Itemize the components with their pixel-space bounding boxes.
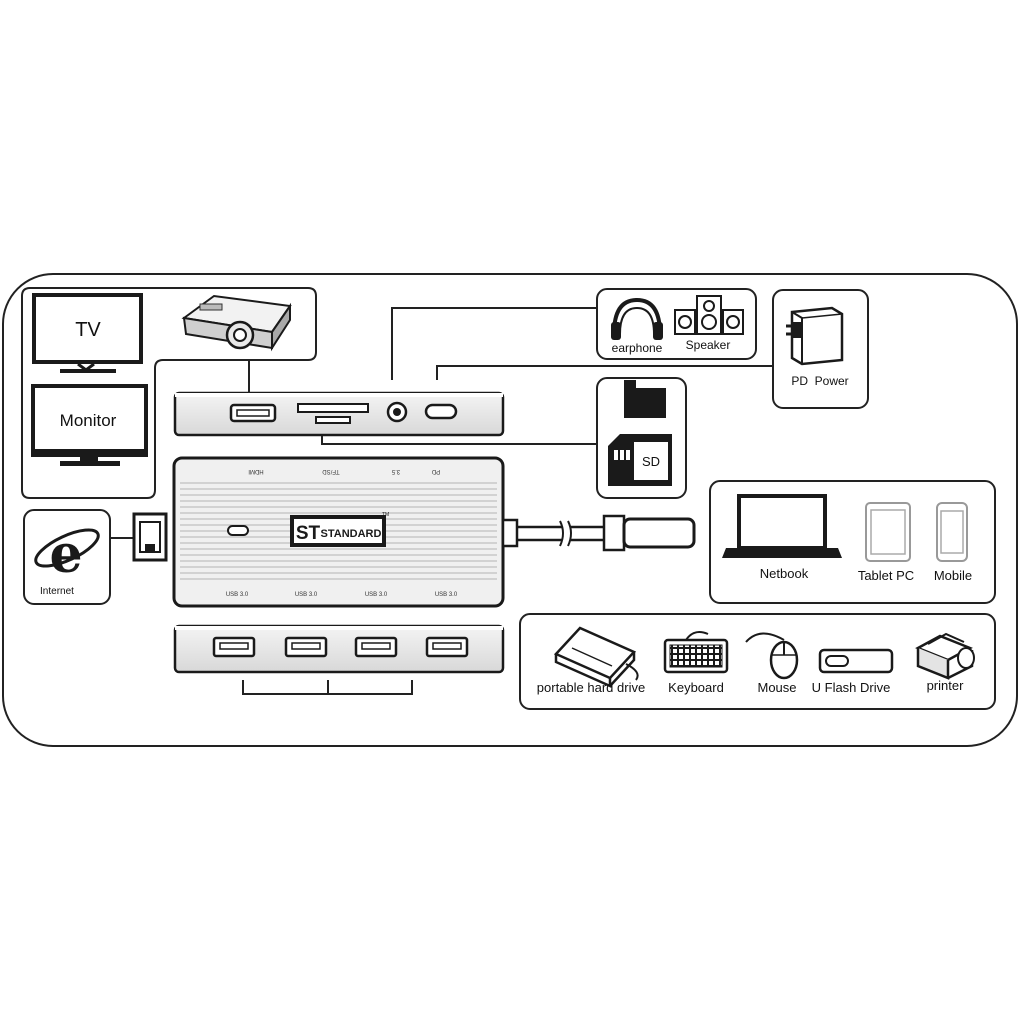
hard-drive-icon — [553, 626, 639, 688]
hard-drive-label: portable hard drive — [537, 680, 645, 695]
usb-port-2 — [284, 636, 328, 658]
outer-frame — [2, 273, 1018, 747]
netbook-icon — [722, 494, 842, 558]
tablet-icon — [865, 502, 911, 562]
mobile-label: Mobile — [934, 568, 972, 583]
usb-port-1 — [212, 636, 256, 658]
printer-label: printer — [927, 678, 965, 693]
monitor-label: Monitor — [60, 411, 117, 430]
speaker-label: Speaker — [686, 338, 731, 352]
card-panel — [596, 377, 687, 499]
audio-panel — [596, 288, 757, 360]
hub-side-view-bottom — [173, 624, 505, 674]
internet-logo: e — [49, 524, 82, 585]
display-panel — [21, 287, 317, 499]
mouse-icon — [745, 632, 799, 680]
usb-c-cable — [501, 514, 696, 552]
internet-panel — [23, 509, 111, 605]
port-label-hdmi: HDMI — [248, 468, 264, 474]
hub-port-labels-top: HDMI TF/SD 3.5 PD — [248, 468, 440, 474]
headphones-icon — [611, 297, 663, 340]
brand-tm: TM — [382, 512, 389, 518]
earphone-label: earphone — [612, 341, 663, 355]
sd-label: SD — [642, 454, 660, 469]
flash-drive-icon — [818, 648, 894, 674]
speaker-icon — [674, 295, 744, 335]
printer-icon — [915, 632, 975, 680]
connector-lines — [242, 307, 773, 695]
port-label-usb-2: USB 3.0 — [295, 592, 318, 598]
power-panel — [772, 289, 869, 409]
port-label-usb-4: USB 3.0 — [435, 592, 458, 598]
internet-label: Internet — [40, 586, 74, 597]
flash-drive-label: U Flash Drive — [812, 680, 891, 695]
power-label: PD Power — [791, 374, 848, 388]
port-label-pd: PD — [431, 468, 440, 474]
micro-sd-icon — [624, 380, 666, 418]
brand-mark: ST — [296, 523, 321, 544]
port-label-audio: 3.5 — [391, 468, 400, 474]
tablet-label: Tablet PC — [858, 568, 914, 583]
usb-devices-panel — [519, 613, 996, 710]
brand-name: STANDARD — [321, 528, 382, 540]
tv-icon — [32, 293, 143, 373]
power-adapter-icon — [786, 306, 844, 366]
tv-label: TV — [75, 319, 101, 341]
usb-port-3 — [354, 636, 398, 658]
host-panel — [709, 480, 996, 604]
brand-badge: ST STANDARD TM — [290, 512, 389, 547]
port-label-usb-3: USB 3.0 — [365, 592, 388, 598]
port-label-tfsd: TF/SD — [322, 468, 340, 474]
keyboard-label: Keyboard — [668, 680, 724, 695]
netbook-label: Netbook — [760, 566, 809, 581]
usb-port-4 — [425, 636, 469, 658]
keyboard-icon — [663, 631, 729, 674]
mobile-icon — [936, 502, 968, 562]
hub-side-view-top — [173, 391, 505, 437]
internet-explorer-icon: e — [34, 524, 100, 585]
projector-icon — [181, 294, 292, 352]
sd-card-icon — [608, 434, 672, 486]
monitor-icon — [31, 384, 148, 466]
ethernet-port-icon — [110, 512, 168, 562]
hub-port-labels-bottom: USB 3.0 USB 3.0 USB 3.0 USB 3.0 — [226, 592, 458, 598]
port-label-usb-1: USB 3.0 — [226, 592, 249, 598]
mouse-label: Mouse — [757, 680, 796, 695]
